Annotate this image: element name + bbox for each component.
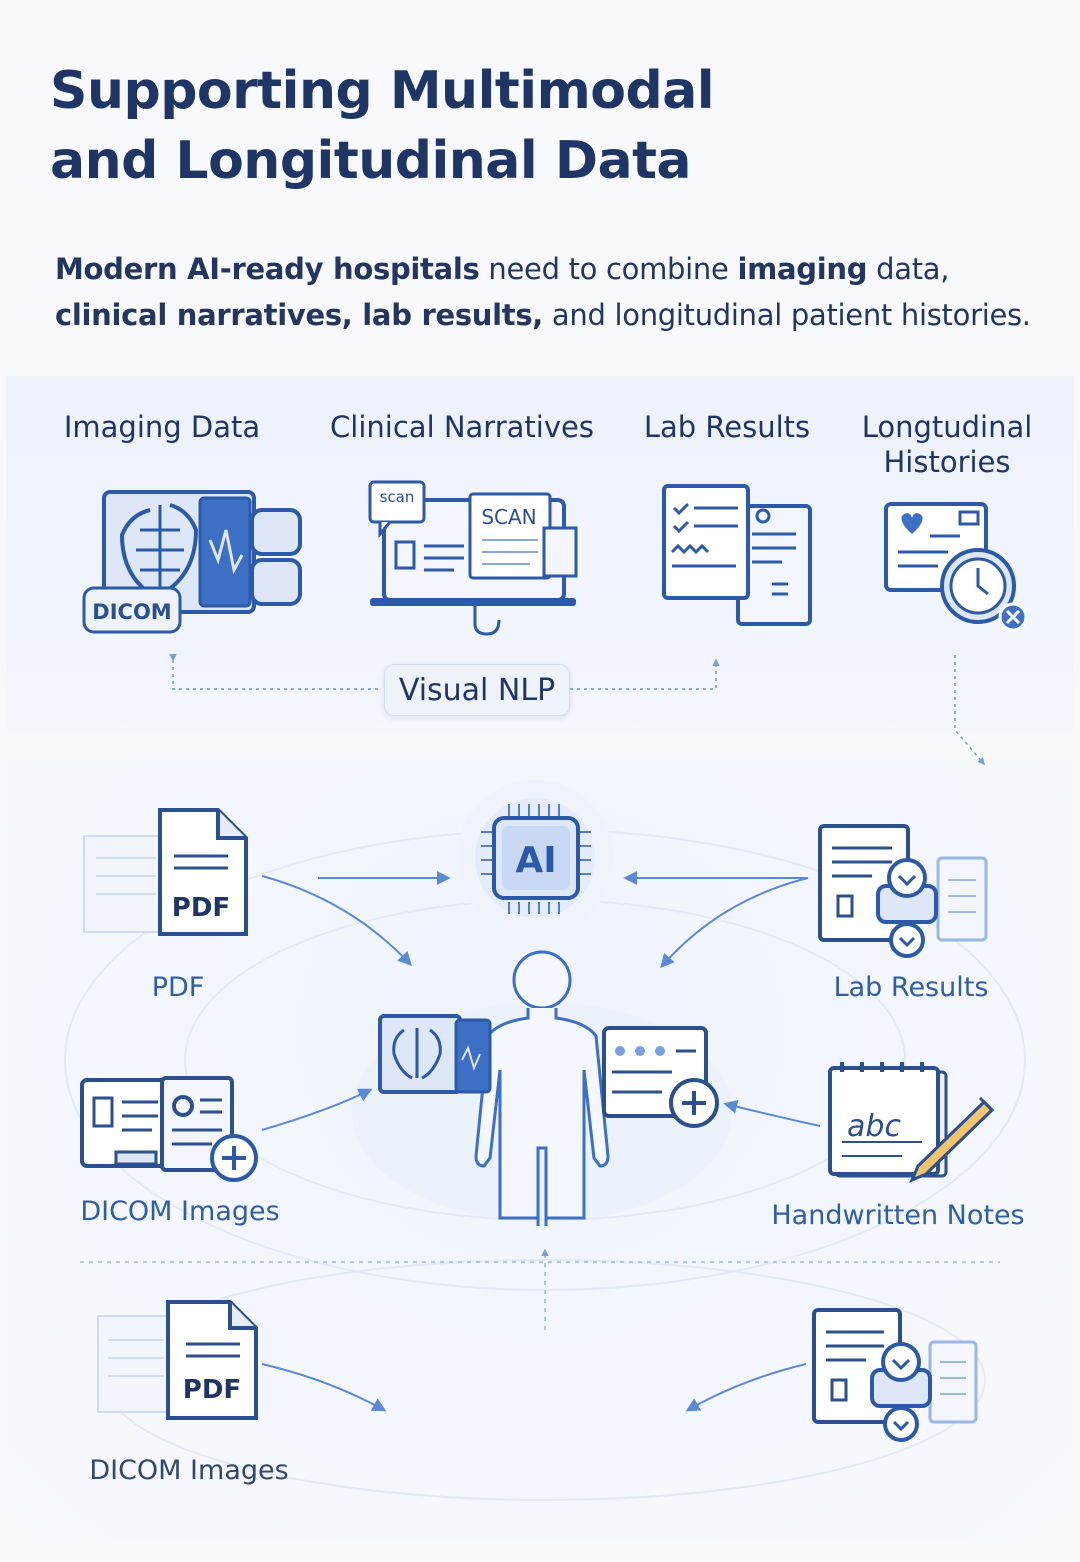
scan-small-label: scan xyxy=(380,488,415,506)
node-label-pdf: PDF xyxy=(151,972,205,1003)
visual-nlp-badge: Visual NLP xyxy=(384,664,570,716)
pdf-badge: PDF xyxy=(172,893,230,923)
abc-handwriting: abc xyxy=(847,1109,901,1144)
column-label-longitudinal: Longtudinal Histories xyxy=(861,410,1033,479)
pdf-file-icon-bottom xyxy=(97,1300,258,1420)
checklist-icon xyxy=(662,484,812,626)
dicom-images-icon xyxy=(80,1076,258,1182)
notepad-pencil-icon xyxy=(828,1062,995,1183)
title-line-2: and Longitudinal Data xyxy=(50,131,692,191)
node-label-dicom-images-bottom: DICOM Images xyxy=(89,1455,289,1486)
scan-large-label: SCAN xyxy=(481,505,536,529)
ai-chip-icon xyxy=(457,780,613,936)
flow-arrows xyxy=(261,871,821,1412)
dicom-badge: DICOM xyxy=(92,600,171,624)
column-label-clinical: Clinical Narratives xyxy=(330,410,594,444)
column-label-lab: Lab Results xyxy=(643,410,811,444)
intro-bold-1: Modern AI-ready hospitals xyxy=(55,252,480,286)
dashed-dividers xyxy=(80,1248,1000,1330)
intro-bold-3: clinical narratives, lab results, xyxy=(55,298,544,332)
scanner-icon xyxy=(368,480,578,636)
intro-text-3: and longitudinal patient histories. xyxy=(543,298,1031,332)
page-title: Supporting Multimodal and Longitudinal D… xyxy=(50,56,715,196)
lab-report-icon xyxy=(818,824,988,958)
pdf-file-icon xyxy=(83,808,248,936)
ai-badge: AI xyxy=(515,840,556,881)
node-label-handwritten-notes: Handwritten Notes xyxy=(771,1200,1025,1231)
intro-paragraph: Modern AI-ready hospitals need to combin… xyxy=(55,246,1055,338)
lab-report-icon-bottom xyxy=(812,1308,978,1442)
pdf-badge-bottom: PDF xyxy=(183,1375,241,1405)
xray-panel-icon xyxy=(378,1014,492,1094)
intro-text-2: data, xyxy=(867,252,950,286)
column-label-imaging: Imaging Data xyxy=(63,410,261,444)
history-clock-icon xyxy=(884,502,1028,632)
title-line-1: Supporting Multimodal xyxy=(50,61,715,121)
node-label-dicom-images: DICOM Images xyxy=(80,1196,280,1227)
monitor-add-icon xyxy=(602,1026,719,1128)
node-label-lab-results: Lab Results xyxy=(833,972,989,1003)
xray-icon xyxy=(82,490,302,634)
intro-text-1: need to combine xyxy=(479,252,738,286)
visual-nlp-connectors xyxy=(169,654,985,766)
intro-bold-2: imaging xyxy=(737,252,868,286)
